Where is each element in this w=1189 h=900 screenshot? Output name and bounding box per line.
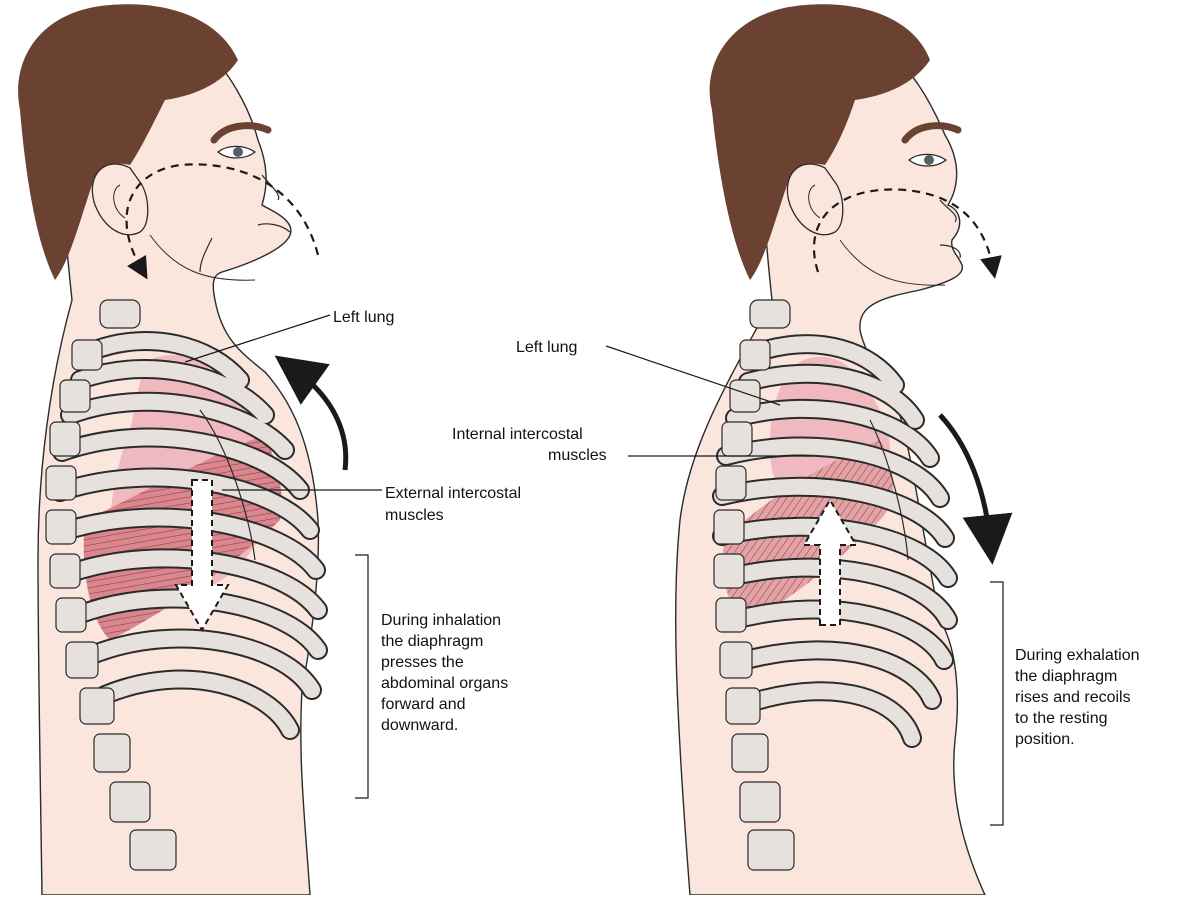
right-note: During exhalation the diaphragm rises an…	[1015, 647, 1140, 748]
left-note: During inhalation the diaphragm presses …	[381, 612, 508, 734]
left-bracket	[355, 555, 368, 798]
right-note-line: position.	[1015, 731, 1075, 748]
right-muscle-label-line1: Internal intercostal	[452, 426, 583, 443]
left-figure: Left lung External intercostal muscles D…	[18, 4, 521, 895]
left-note-line: presses the	[381, 654, 464, 671]
right-chest-down-arrow	[940, 415, 990, 540]
right-lung-label: Left lung	[516, 339, 577, 356]
left-muscle-label-line2: muscles	[385, 507, 444, 524]
left-lung-label: Left lung	[333, 309, 394, 326]
right-muscle-label-line2: muscles	[548, 447, 607, 464]
left-note-line: During inhalation	[381, 612, 501, 629]
left-muscle-label-line1: External intercostal	[385, 485, 521, 502]
left-note-line: forward and	[381, 696, 466, 713]
left-note-line: downward.	[381, 717, 458, 734]
right-note-line: rises and recoils	[1015, 689, 1131, 706]
left-note-line: abdominal organs	[381, 675, 508, 692]
left-note-line: the diaphragm	[381, 633, 483, 650]
right-bracket	[990, 582, 1003, 825]
right-note-line: the diaphragm	[1015, 668, 1117, 685]
right-figure: Left lung Internal intercostal muscles D…	[452, 4, 1140, 895]
right-note-line: During exhalation	[1015, 647, 1140, 664]
right-note-line: to the resting	[1015, 710, 1108, 727]
